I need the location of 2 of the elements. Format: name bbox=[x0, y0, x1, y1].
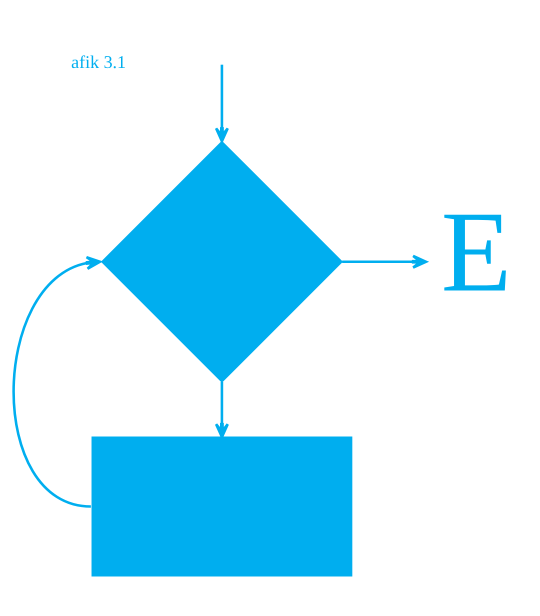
node-text: E bbox=[440, 188, 512, 317]
label: afik 3.1 bbox=[71, 52, 126, 72]
